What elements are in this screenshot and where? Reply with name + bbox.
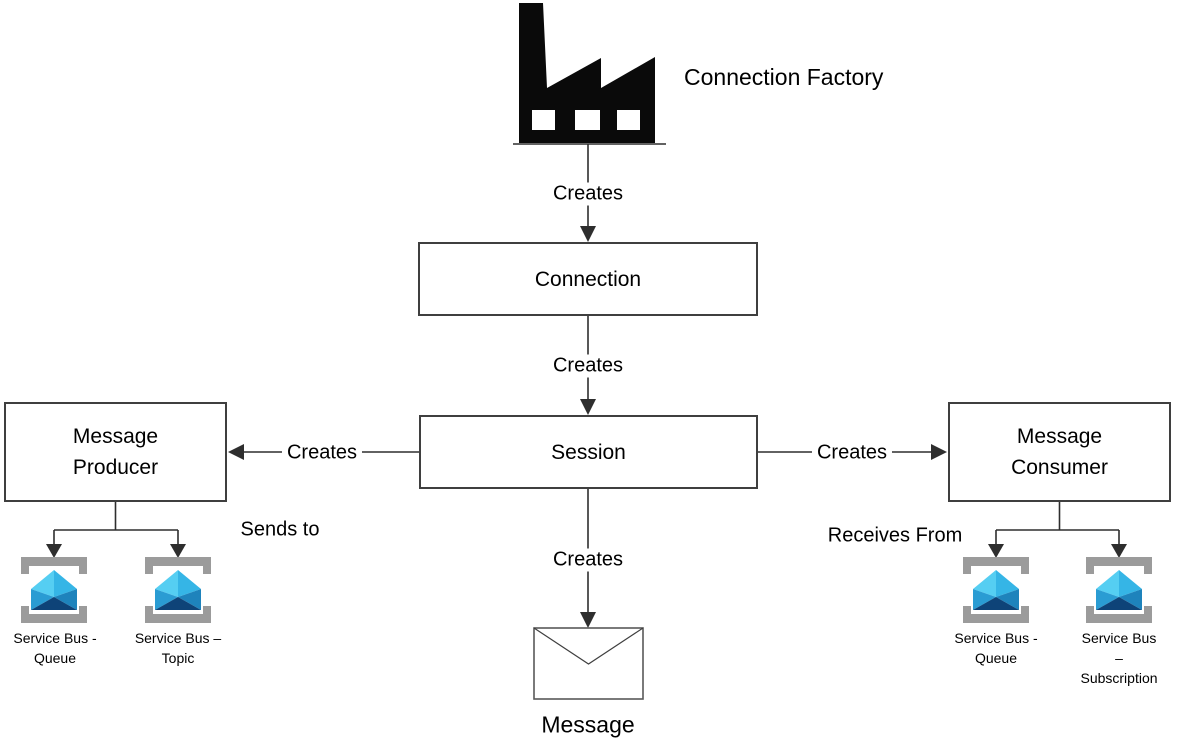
service-bus-queue-producer-icon [21,557,87,623]
arrowhead-consumer-queue [988,544,1004,558]
connection-node: Connection [418,242,758,316]
consumer-queue-label: Service Bus - Queue [954,630,1038,666]
edge-label-factory-to-connection: Creates [547,182,629,206]
service-bus-queue-consumer-icon [963,557,1029,623]
edge-label-session-to-producer: Creates [281,441,363,465]
arrowhead-session-to-message [580,612,596,628]
arrowhead-producer-queue [46,544,62,558]
edge-label-connection-to-session: Creates [547,354,629,378]
service-bus-subscription-icon [1086,557,1152,623]
service-bus-topic-icon [145,557,211,623]
arrowhead-consumer-subscription [1111,544,1127,558]
arrowhead-connection-to-session [580,399,596,415]
connection-factory-label: Connection Factory [684,64,884,90]
sends-to-label: Sends to [240,518,320,541]
edge-label-session-to-consumer: Creates [811,441,893,465]
arrowhead-session-to-consumer [931,444,947,460]
arrowhead-producer-topic [170,544,186,558]
arrowhead-session-to-producer [228,444,244,460]
connector-producer-tree [53,502,179,545]
envelope-flap [533,627,644,665]
session-node: Session [419,415,758,489]
consumer-subscription-label: Service Bus – Subscription [1080,630,1158,686]
arrowhead-factory-to-connection [580,226,596,242]
producer-topic-label: Service Bus – Topic [134,630,222,666]
connector-consumer-tree [995,502,1120,545]
edge-label-session-to-message: Creates [547,548,629,572]
message-consumer-node: Message Consumer [948,402,1171,502]
producer-queue-label: Service Bus - Queue [13,630,97,666]
factory-icon [519,3,655,143]
message-producer-node: Message Producer [4,402,227,502]
message-label: Message [541,711,635,738]
receives-from-label: Receives From [827,524,963,547]
